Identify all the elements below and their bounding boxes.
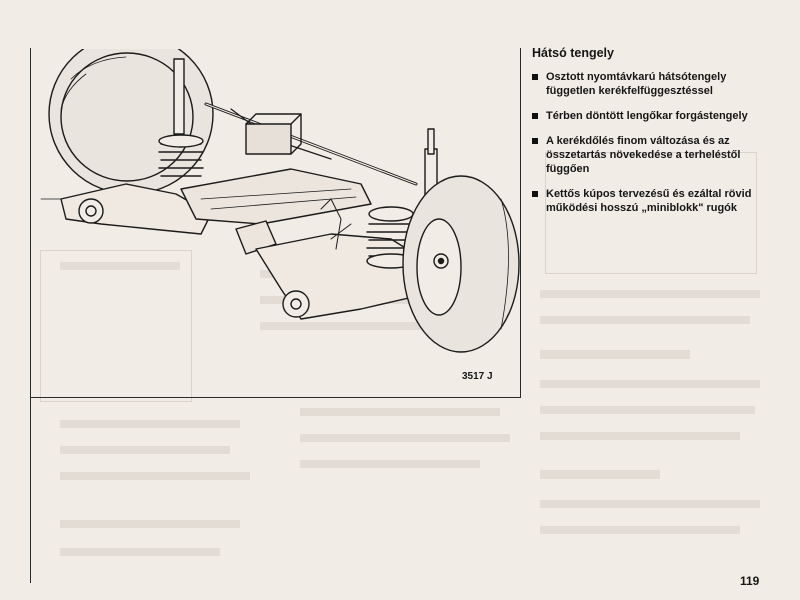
left-wheel-icon	[48, 49, 214, 195]
left-trailing-arm-icon	[60, 183, 212, 235]
right-wheel-icon	[402, 175, 520, 353]
list-item: A kerékdőlés finom változása és az össze…	[532, 134, 762, 176]
list-item-text: A kerékdőlés finom változása és az össze…	[546, 135, 741, 175]
square-bullet-icon	[532, 74, 538, 80]
page-number: 119	[740, 574, 760, 588]
differential-icon	[245, 123, 292, 155]
left-spring-icon	[158, 58, 204, 177]
list-item-text: Osztott nyomtávkarú hátsótengely függetl…	[546, 71, 727, 97]
info-column: Hátsó tengely Osztott nyomtávkarú hátsót…	[532, 46, 762, 226]
rear-axle-suspension-illustration	[40, 49, 520, 353]
section-heading: Hátsó tengely	[532, 46, 614, 60]
list-item-text: Térben döntött lengőkar forgástengely	[546, 110, 748, 122]
list-item: Térben döntött lengőkar forgástengely	[532, 109, 762, 123]
square-bullet-icon	[532, 138, 538, 144]
left-column-rule	[30, 48, 31, 583]
list-item: Osztott nyomtávkarú hátsótengely függetl…	[532, 70, 762, 98]
subframe-icon	[180, 168, 372, 225]
figure-number: 3517 J	[462, 371, 493, 382]
feature-list: Osztott nyomtávkarú hátsótengely függetl…	[532, 70, 762, 215]
square-bullet-icon	[532, 191, 538, 197]
list-item: Kettős kúpos tervezésű és ezáltal rövid …	[532, 187, 762, 215]
diagram-frame	[30, 48, 521, 398]
list-item-text: Kettős kúpos tervezésű és ezáltal rövid …	[546, 188, 752, 214]
square-bullet-icon	[532, 113, 538, 119]
